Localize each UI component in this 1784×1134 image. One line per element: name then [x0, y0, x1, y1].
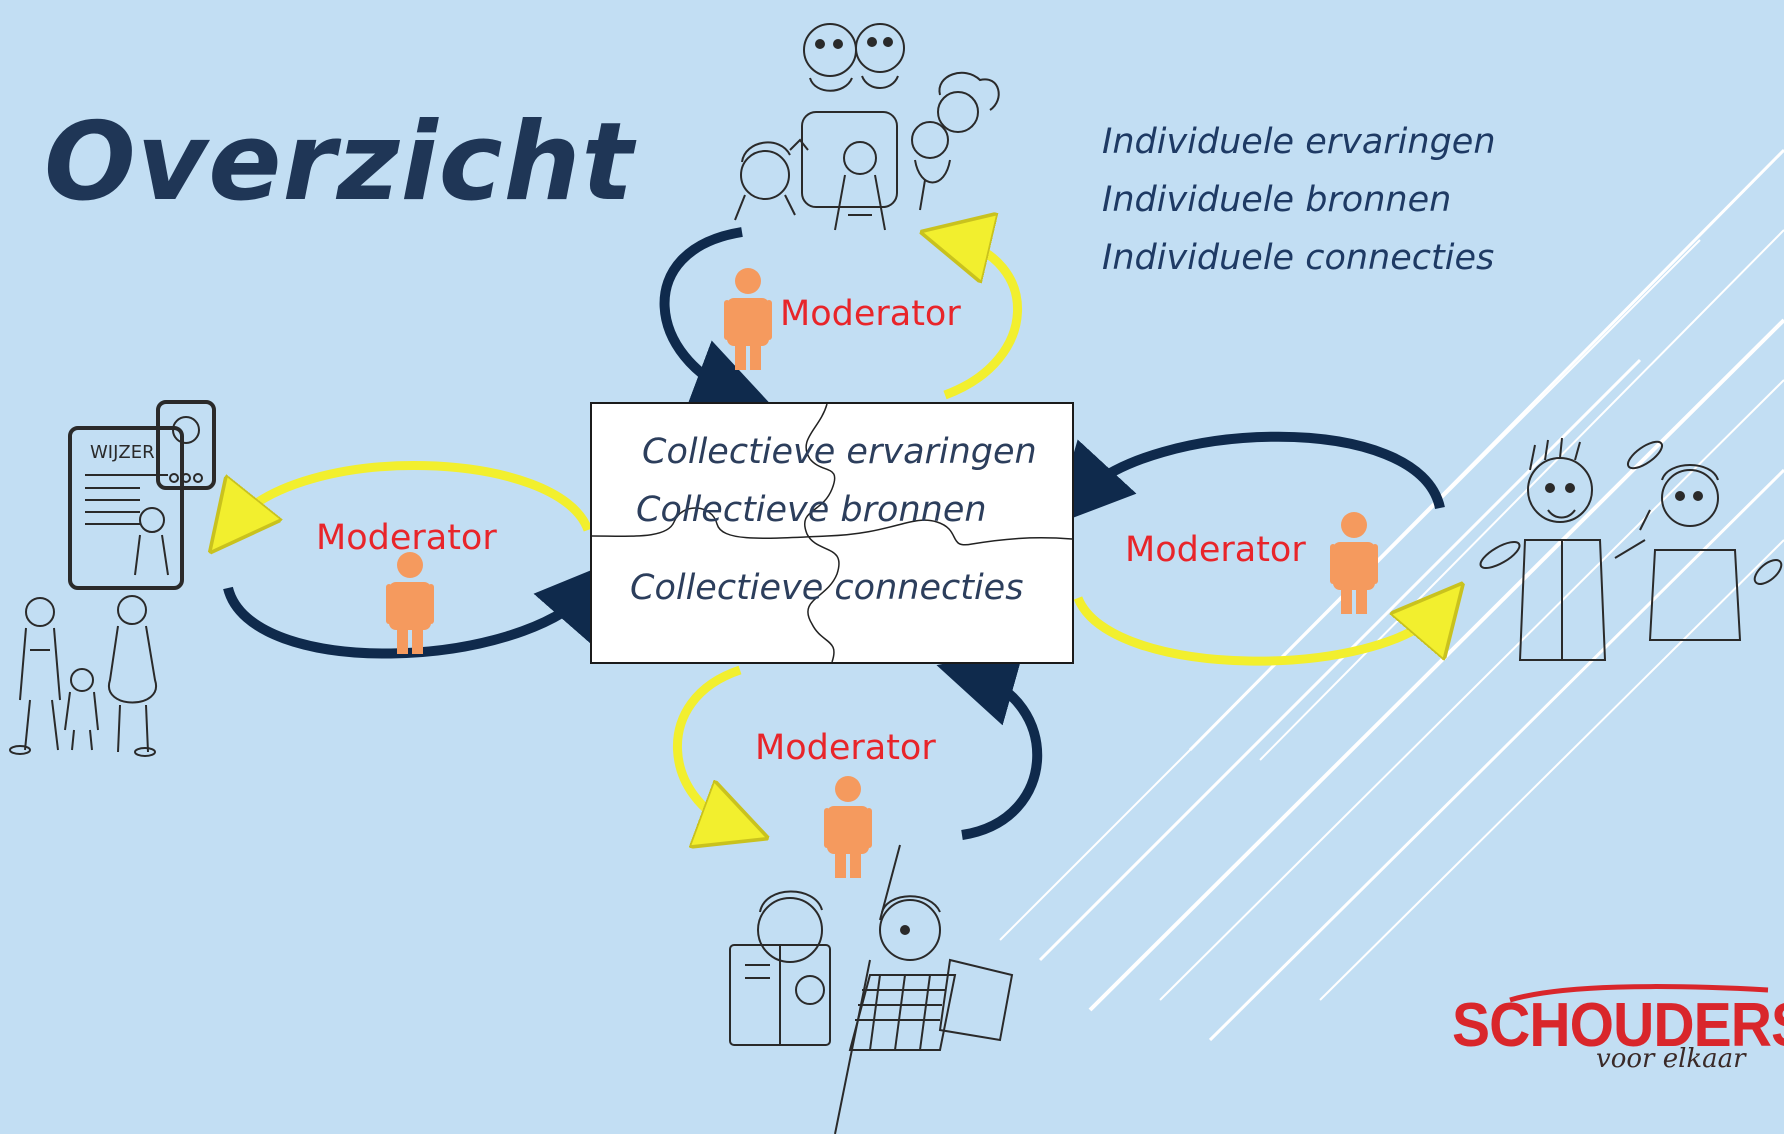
puzzle-pieces-icon [592, 404, 1072, 662]
individual-item-experiences: Individuele ervaringen [1102, 122, 1496, 162]
teens-sketch-icon [734, 23, 1000, 231]
men-sketch-icon [1479, 437, 1783, 661]
individual-item-sources: Individuele bronnen [1102, 180, 1452, 220]
navy-arrow-top [659, 227, 773, 416]
moderator-label-left: Moderator [316, 518, 497, 558]
person-icon [1330, 512, 1378, 614]
moderator-label-top: Moderator [780, 294, 961, 334]
logo-wordmark: SCHOUDERS [1452, 991, 1784, 1060]
readers-sketch-icon [729, 844, 1014, 1134]
person-icon [386, 552, 434, 654]
yellow-arrow-top [945, 240, 1022, 400]
logo-tagline: voor elkaar [1596, 1044, 1746, 1074]
yellow-arrow-left [232, 461, 593, 530]
collective-item-experiences: Collectieve ervaringen [642, 432, 1037, 472]
collective-puzzle-box: Collectieve ervaringen Collectieve bronn… [590, 402, 1074, 664]
person-icon [824, 776, 872, 878]
person-icon [724, 268, 772, 370]
yellow-arrow-right [1073, 598, 1440, 666]
navy-arrow-right [1052, 431, 1445, 526]
page-title: Overzicht [44, 100, 635, 225]
svg-text:WIJZER: WIJZER [90, 442, 155, 463]
moderator-label-right: Moderator [1125, 530, 1306, 570]
collective-item-sources: Collectieve bronnen [636, 490, 987, 530]
logo-swoosh [1509, 984, 1769, 1003]
collective-item-connections: Collectieve connecties [630, 568, 1024, 608]
navy-arrow-bottom [936, 648, 1043, 840]
decorative-diagonal-lines [999, 148, 1784, 1042]
individual-item-connections: Individuele connecties [1102, 238, 1495, 278]
yellow-arrow-bottom [672, 665, 740, 826]
moderator-label-bottom: Moderator [755, 728, 936, 768]
family-sketch-icon: WIJZER [9, 400, 216, 757]
navy-arrow-left [223, 559, 617, 659]
